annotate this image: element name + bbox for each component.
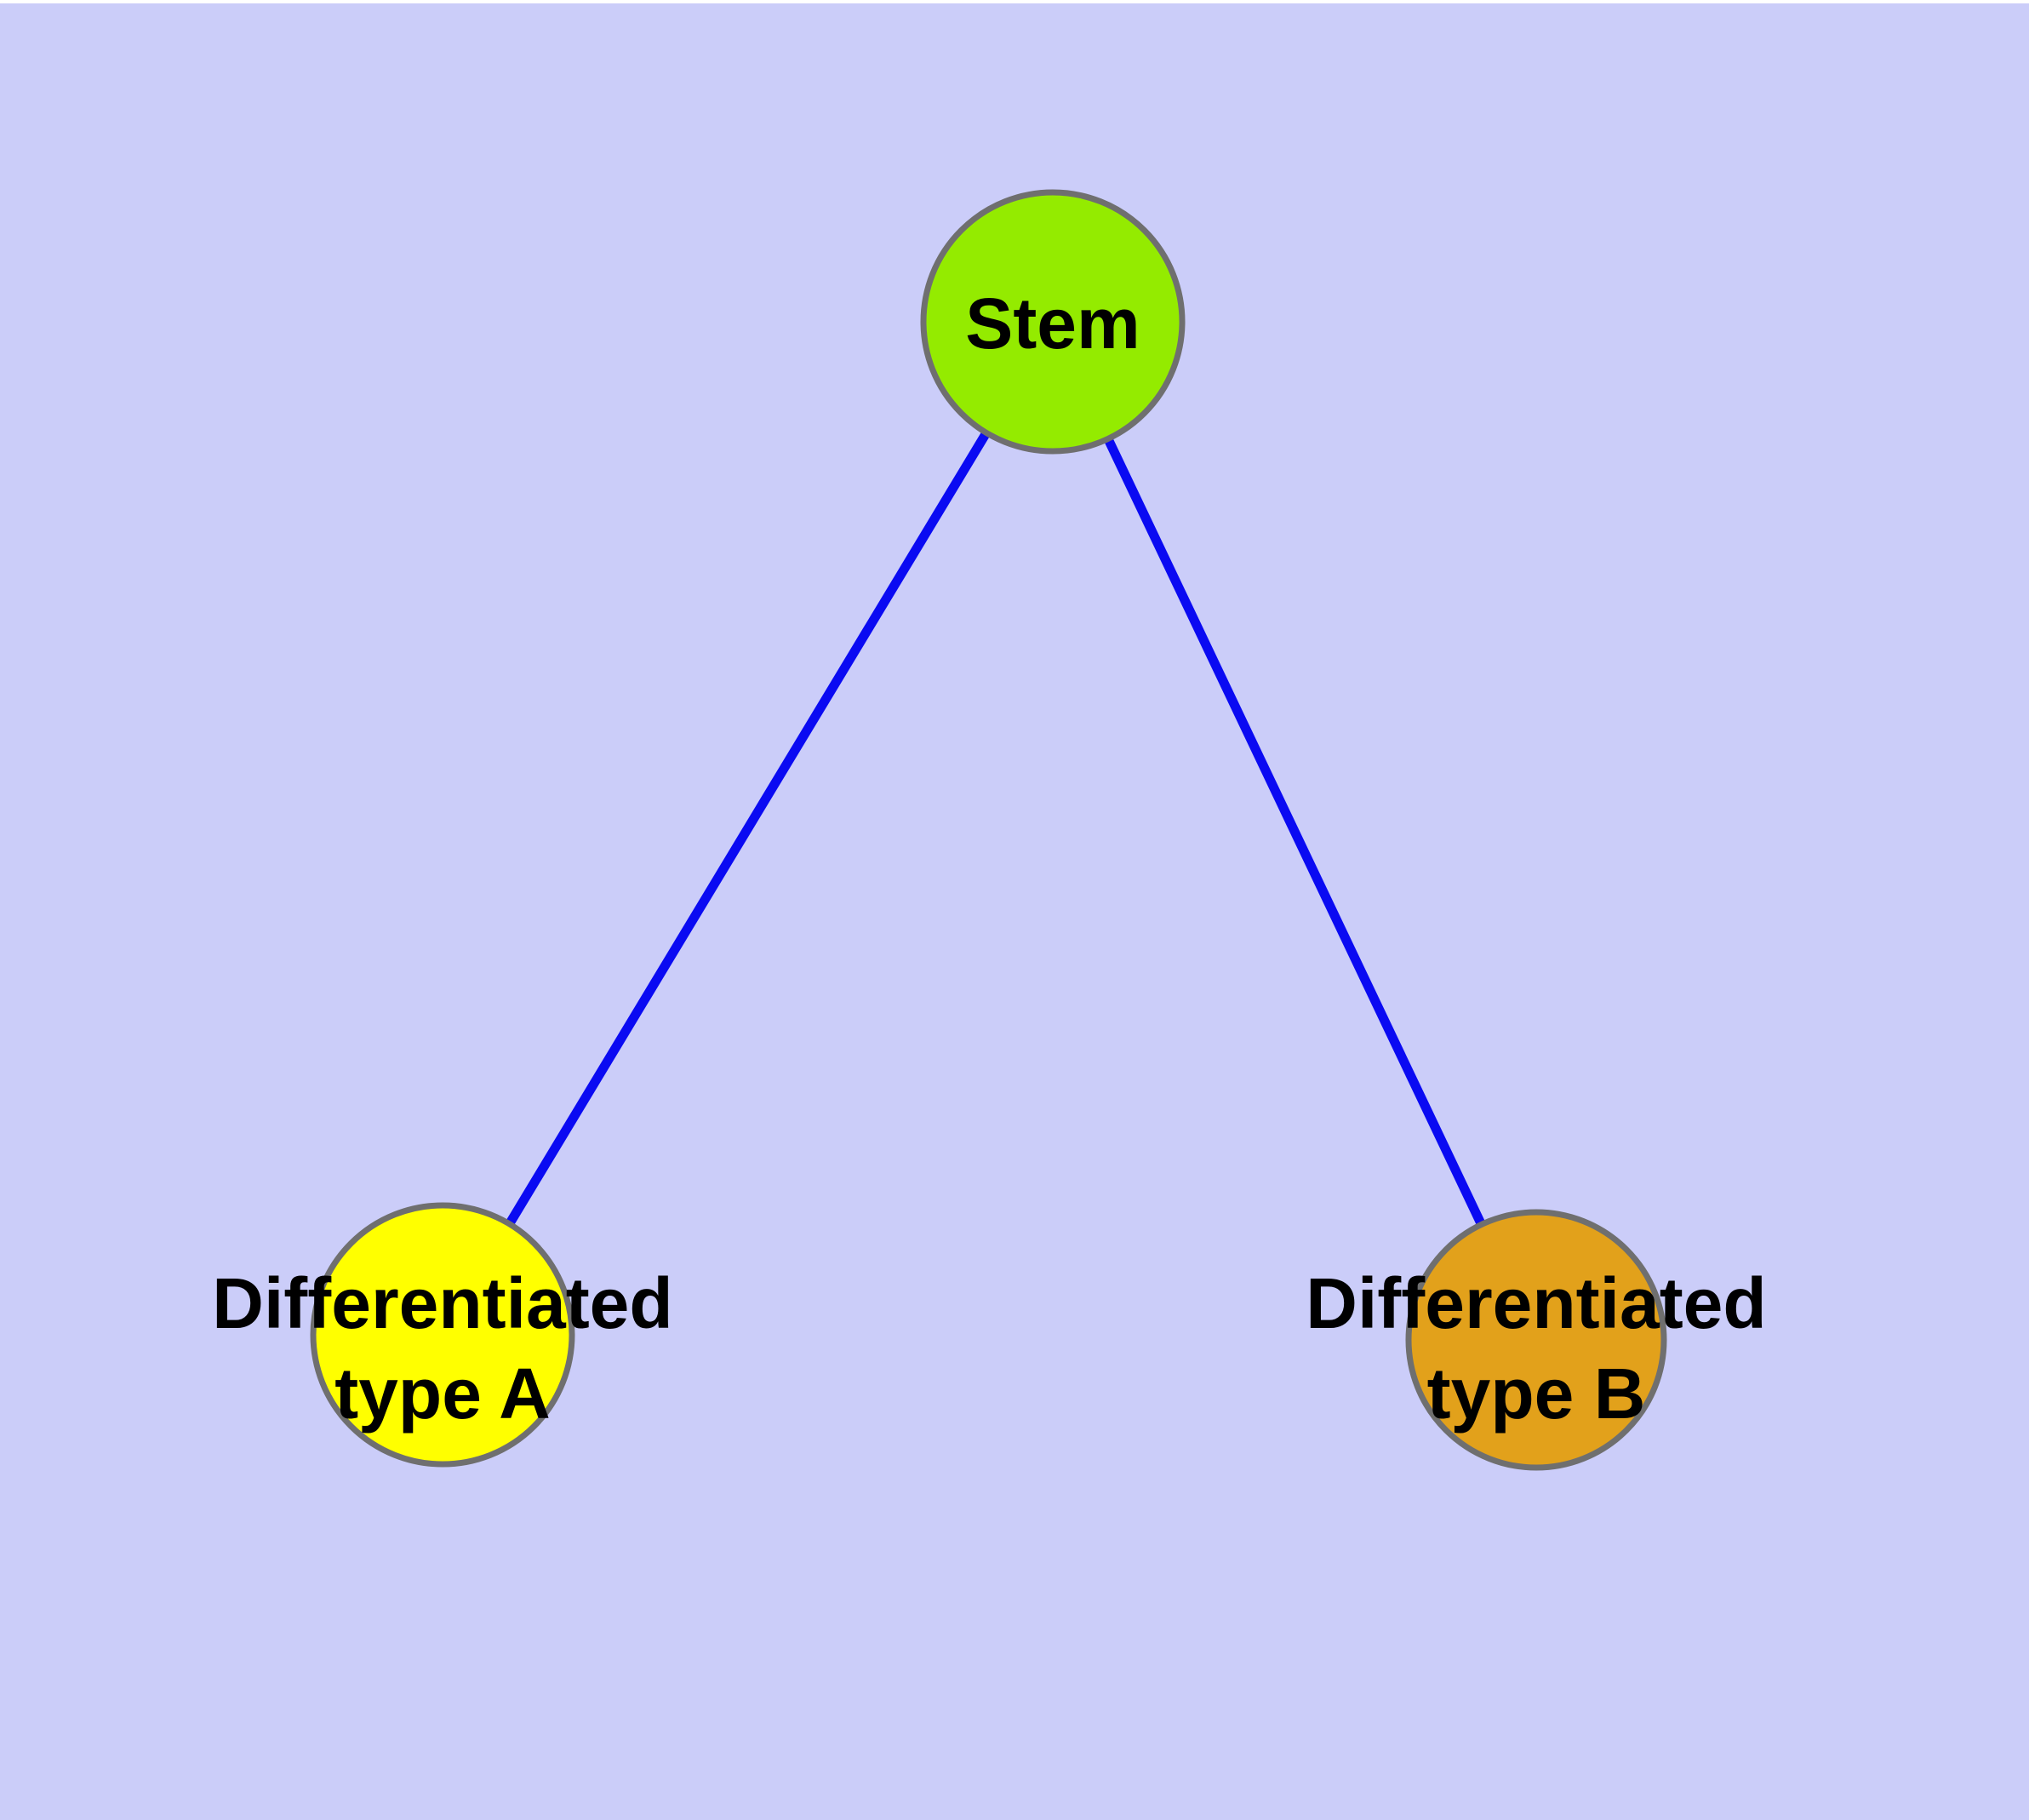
node-label-type-a: Differentiated type A (212, 1258, 672, 1439)
node-label-stem: Stem (965, 278, 1140, 369)
node-differentiated-type-b (1405, 1209, 1667, 1471)
node-label-stem-text: Stem (965, 283, 1140, 363)
node-label-type-b-line1: Differentiated (1306, 1263, 1767, 1343)
node-differentiated-type-a (310, 1202, 575, 1468)
diagram-canvas: Stem Differentiated type A Differentiate… (0, 3, 2029, 1820)
node-label-type-b-line2: type B (1426, 1354, 1646, 1434)
node-label-type-a-line2: type A (334, 1354, 551, 1434)
node-label-type-a-line1: Differentiated (212, 1263, 673, 1343)
node-stem (920, 189, 1186, 455)
edge-stem-to-type-a (438, 320, 1057, 1337)
graph-svg (310, 189, 1667, 1471)
edge-stem-to-type-b (1049, 320, 1540, 1342)
node-label-type-b: Differentiated type B (1306, 1258, 1766, 1439)
